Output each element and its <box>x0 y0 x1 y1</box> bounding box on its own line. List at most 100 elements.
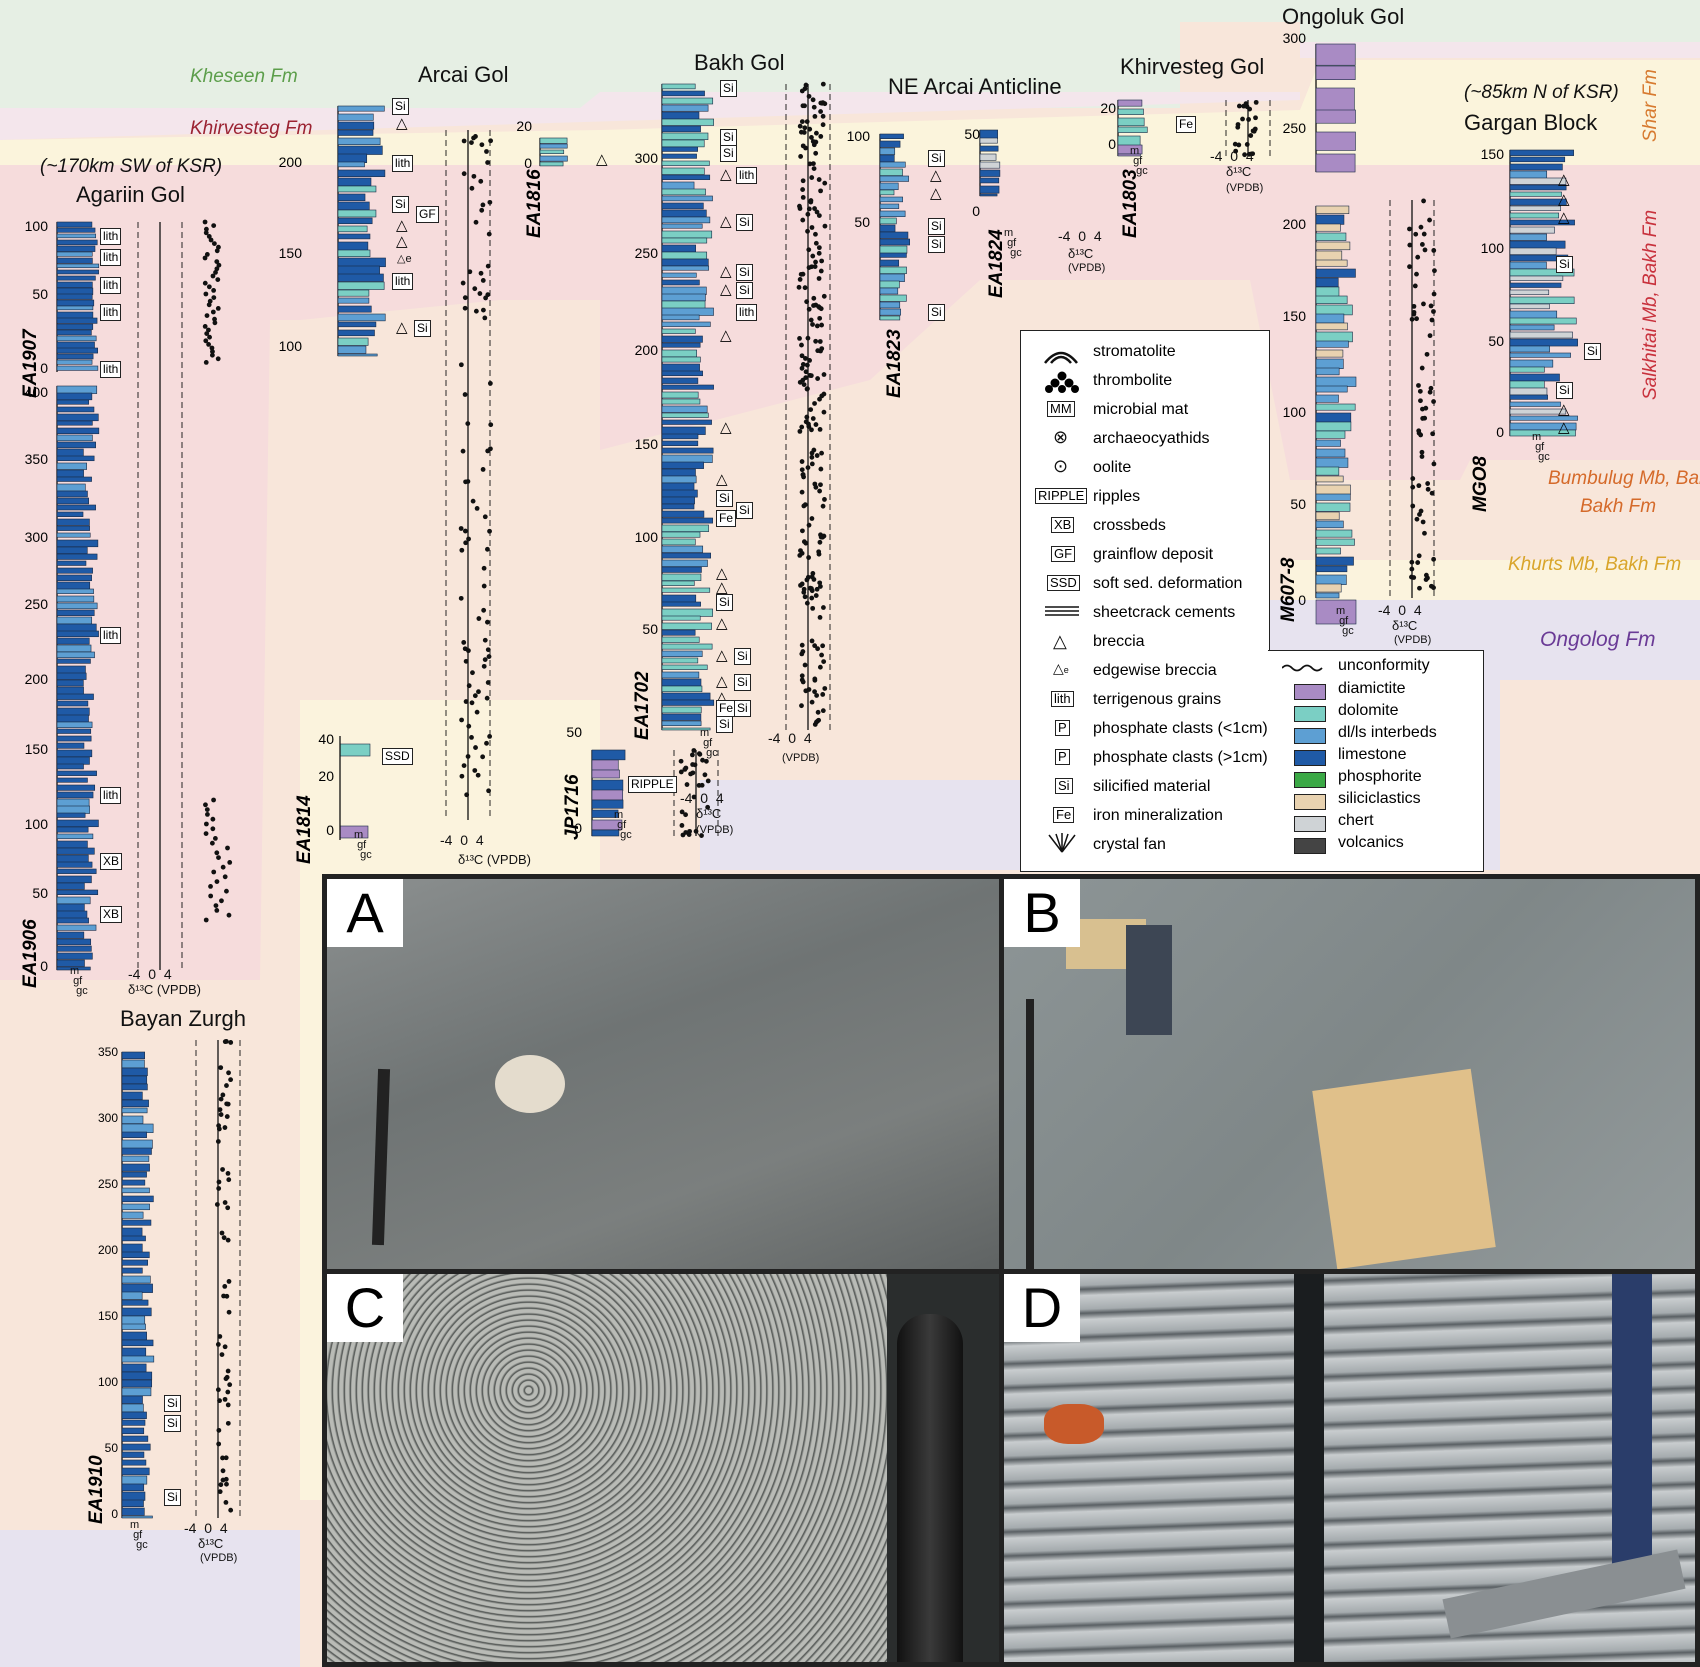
isotope-point <box>211 295 217 300</box>
bed <box>337 353 378 357</box>
bed <box>661 146 698 152</box>
bed <box>121 1403 144 1413</box>
isotope-point <box>1420 416 1426 421</box>
isotope-point <box>469 185 475 191</box>
bed <box>1315 592 1340 599</box>
isotope-point <box>703 758 709 764</box>
bed <box>56 609 95 616</box>
legend-lithologies: unconformity diamictite dolomite dl/ls i… <box>1268 650 1484 872</box>
bed <box>661 244 696 253</box>
bed <box>1509 338 1578 347</box>
bed <box>337 105 385 112</box>
bed <box>121 1123 154 1133</box>
isotope-point <box>799 353 805 359</box>
isotope-point <box>211 797 216 803</box>
isotope-point <box>800 194 806 200</box>
isotope-point <box>802 356 808 361</box>
bed <box>1117 117 1145 127</box>
label-lith: lith <box>392 273 414 290</box>
nearcai-scale: -4 0 4 <box>1058 228 1102 244</box>
tick: 0 <box>1298 592 1306 608</box>
isotope-point <box>817 664 823 670</box>
isotope-point <box>485 647 491 653</box>
isotope-point <box>1244 142 1250 147</box>
bed <box>661 209 707 218</box>
pen-icon <box>1026 999 1034 1269</box>
isotope-point <box>810 253 816 259</box>
isotope-point <box>816 177 822 182</box>
isotope-point <box>800 187 806 192</box>
isotope-point <box>1407 226 1412 232</box>
isotope-point <box>800 528 805 534</box>
isotope-point <box>215 277 221 282</box>
bed <box>1509 156 1566 163</box>
bed <box>121 1107 148 1114</box>
bed <box>879 308 902 316</box>
bed <box>1315 394 1339 403</box>
isotope-point <box>215 356 221 362</box>
isotope-point <box>1419 242 1425 247</box>
isotope-point <box>1418 398 1423 404</box>
isotope-point <box>813 231 818 237</box>
bed <box>1315 153 1356 173</box>
isotope-point <box>214 1202 220 1207</box>
isotope-point <box>822 497 827 502</box>
photo-label-c: C <box>327 1274 403 1342</box>
bed <box>661 608 713 617</box>
bed <box>1509 366 1545 373</box>
bed <box>56 518 90 526</box>
tick: 350 <box>97 1045 118 1059</box>
jp-axis-vpdb: (VPDB) <box>696 824 734 836</box>
bed <box>661 307 714 316</box>
isotope-point <box>806 265 812 271</box>
bed <box>661 293 706 302</box>
isotope-point <box>1409 559 1415 565</box>
isotope-point <box>817 580 823 586</box>
isotope-point <box>205 812 210 817</box>
isotope-point <box>798 129 804 135</box>
bed <box>879 133 904 140</box>
isotope-point <box>204 331 210 336</box>
bed <box>56 910 88 919</box>
bed <box>1509 261 1547 270</box>
isotope-point <box>227 1382 233 1388</box>
isotope-point <box>1407 242 1413 248</box>
isotope-point <box>482 514 488 520</box>
isotope-point <box>224 1481 229 1487</box>
isotope-point <box>799 673 805 679</box>
band-salkhitai <box>0 165 1700 980</box>
legend-phosphate-small: phosphate clasts (<1cm) <box>1093 720 1268 737</box>
legend-terrigenous: terrigenous grains <box>1093 691 1222 708</box>
label-si: Si <box>1556 382 1573 399</box>
bed <box>121 1275 151 1284</box>
isotope-point <box>803 369 809 375</box>
bed <box>879 224 896 233</box>
photo-label-d: D <box>1004 1274 1080 1342</box>
isotope-point <box>821 372 827 377</box>
bed <box>1509 310 1558 319</box>
isotope-point <box>1414 271 1419 277</box>
bed <box>121 1379 153 1388</box>
isotope-point <box>806 555 812 560</box>
isotope-point <box>485 292 491 298</box>
tick: 50 <box>104 1441 118 1455</box>
isotope-point <box>218 1112 224 1117</box>
bed <box>1509 184 1567 191</box>
bed <box>121 1339 154 1347</box>
bed <box>337 321 377 328</box>
jp-axis-d13c: δ¹³C <box>696 806 722 821</box>
breccia-icon: △ <box>716 579 728 596</box>
isotope-point <box>1416 483 1422 489</box>
isotope-point <box>799 703 804 709</box>
bed <box>337 313 386 322</box>
bed <box>1315 43 1356 66</box>
isotope-point <box>216 1179 222 1185</box>
tick: 100 <box>846 128 870 144</box>
isotope-point <box>226 1279 232 1284</box>
isotope-point <box>216 1126 222 1132</box>
isotope-point <box>820 708 826 714</box>
isotope-point <box>214 259 220 264</box>
bed <box>661 426 706 435</box>
bed <box>1509 324 1555 331</box>
isotope-point <box>809 461 815 467</box>
